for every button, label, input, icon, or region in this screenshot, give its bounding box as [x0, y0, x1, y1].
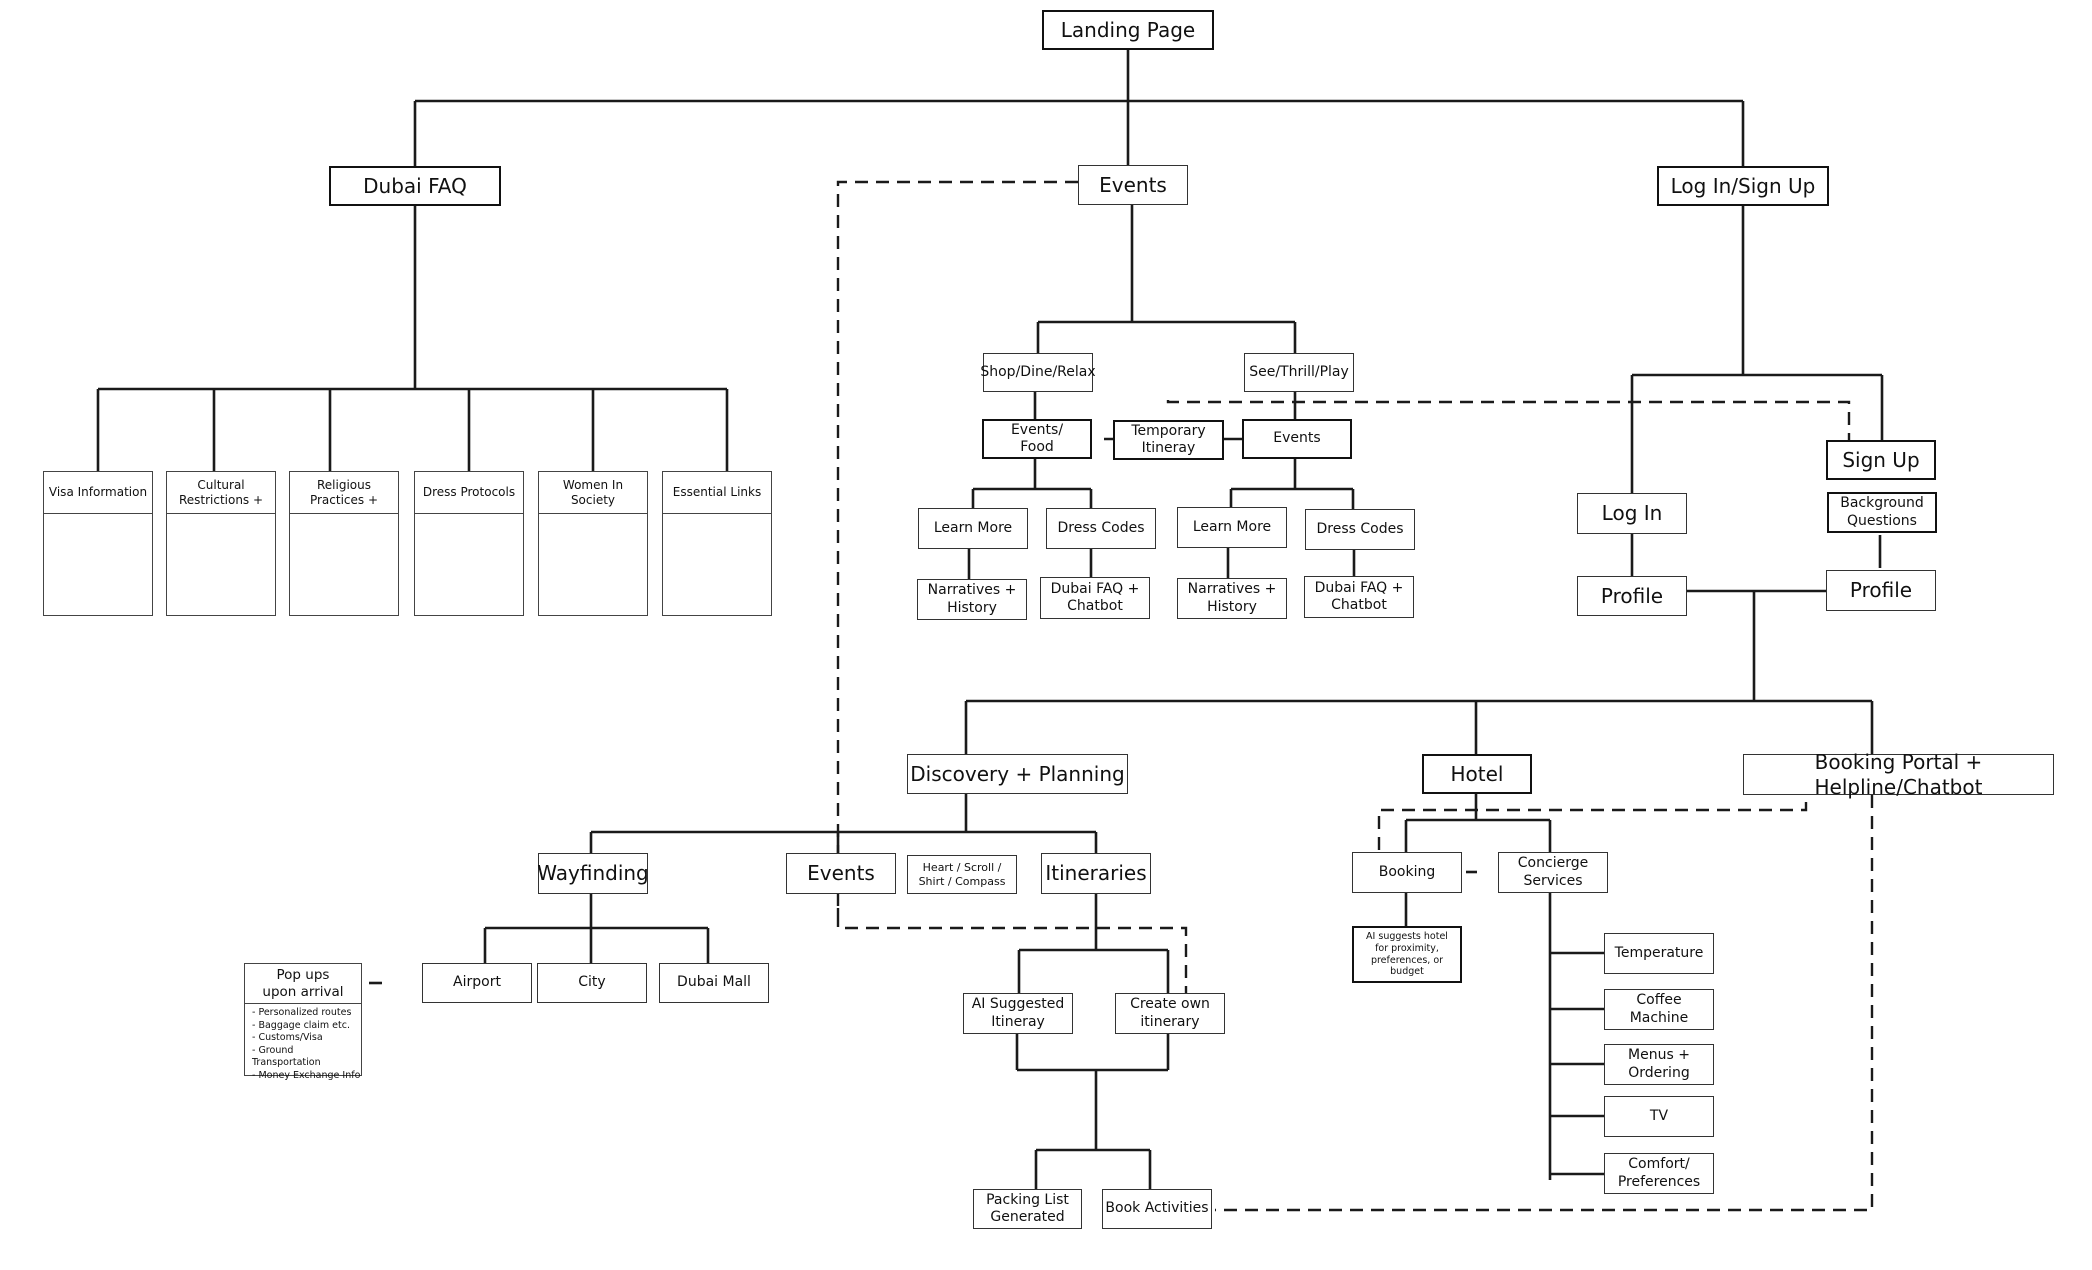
narratives-node-1: Narratives + History	[917, 579, 1027, 620]
service-tv-node: TV	[1604, 1096, 1714, 1137]
popup-item: - Personalized routes	[252, 1007, 352, 1018]
faq-card-label: Cultural Restrictions +	[167, 472, 275, 514]
dubai-mall-node: Dubai Mall	[659, 963, 769, 1003]
airport-node: Airport	[422, 963, 532, 1003]
events-sub-node: Events	[1242, 419, 1352, 459]
faq-card-women: Women In Society	[538, 471, 648, 616]
wayfinding-node: Wayfinding	[537, 853, 649, 894]
learn-more-node-1: Learn More	[918, 508, 1028, 549]
book-activities-node: Book Activities	[1102, 1189, 1212, 1229]
discovery-planning-node: Discovery + Planning	[907, 754, 1128, 794]
faq-chatbot-node-1: Dubai FAQ + Chatbot	[1040, 577, 1150, 619]
dress-codes-node-2: Dress Codes	[1305, 509, 1415, 550]
signup-node: Sign Up	[1826, 440, 1936, 480]
popups-arrival-list: - Personalized routes - Baggage claim et…	[245, 1004, 361, 1082]
faq-chatbot-node-2: Dubai FAQ + Chatbot	[1304, 576, 1414, 618]
service-comfort-node: Comfort/ Preferences	[1604, 1153, 1714, 1194]
dress-codes-node-1: Dress Codes	[1046, 508, 1156, 549]
profile-login-node: Profile	[1577, 576, 1687, 616]
faq-card-label: Dress Protocols	[415, 472, 523, 514]
concierge-services-node: Concierge Services	[1498, 852, 1608, 893]
booking-portal-node: Booking Portal + Helpline/Chatbot	[1743, 750, 2054, 799]
faq-card-label: Religious Practices +	[290, 472, 398, 514]
faq-card-label: Essential Links	[663, 472, 771, 514]
service-menus-node: Menus + Ordering	[1604, 1044, 1714, 1085]
faq-card-label: Visa Information	[44, 472, 152, 514]
popups-arrival-title: Pop ups upon arrival	[245, 964, 361, 1004]
faq-card-cultural: Cultural Restrictions +	[166, 471, 276, 616]
faq-card-links: Essential Links	[662, 471, 772, 616]
profile-signup-node: Profile	[1826, 570, 1936, 611]
ai-hotel-suggestion-node: AI suggests hotel for proximity, prefere…	[1352, 926, 1462, 983]
events-food-node: Events/ Food	[982, 419, 1092, 459]
faq-card-dress: Dress Protocols	[414, 471, 524, 616]
create-own-itinerary-node: Create own itinerary	[1115, 993, 1225, 1034]
learn-more-node-2: Learn More	[1177, 507, 1287, 548]
faq-card-visa: Visa Information	[43, 471, 153, 616]
popup-item: - Baggage claim etc.	[252, 1019, 350, 1031]
hotel-booking-node: Booking	[1352, 852, 1462, 893]
background-questions-node: Background Questions	[1827, 492, 1937, 533]
popups-arrival-node: Pop ups upon arrival - Personalized rout…	[244, 963, 362, 1081]
shop-dine-relax-node: Shop/Dine/Relax	[980, 353, 1096, 392]
narratives-node-2: Narratives + History	[1177, 578, 1287, 619]
ai-suggested-itinerary-node: AI Suggested Itineray	[963, 993, 1073, 1034]
popup-item: - Money Exchange Info	[252, 1069, 361, 1081]
heart-scroll-node: Heart / Scroll / Shirt / Compass	[907, 855, 1017, 894]
hotel-node: Hotel	[1422, 754, 1532, 794]
city-node: City	[537, 963, 647, 1003]
dubai-faq-node: Dubai FAQ	[329, 166, 501, 206]
login-signup-node: Log In/Sign Up	[1657, 166, 1829, 206]
popup-item: - Ground Transportation	[252, 1044, 321, 1069]
itineraries-node: Itineraries	[1041, 853, 1151, 894]
service-temperature-node: Temperature	[1604, 933, 1714, 974]
packing-list-node: Packing List Generated	[973, 1189, 1082, 1229]
faq-card-religious: Religious Practices +	[289, 471, 399, 616]
service-coffee-node: Coffee Machine	[1604, 989, 1714, 1030]
login-node: Log In	[1577, 493, 1687, 534]
discovery-events-node: Events	[786, 853, 896, 894]
see-thrill-play-node: See/Thrill/Play	[1244, 353, 1354, 392]
temporary-itinerary-node: Temporary Itineray	[1113, 420, 1224, 460]
popup-item: - Customs/Visa	[252, 1032, 323, 1044]
faq-card-label: Women In Society	[539, 472, 647, 514]
landing-page-node: Landing Page	[1042, 10, 1214, 50]
events-node: Events	[1078, 165, 1188, 205]
